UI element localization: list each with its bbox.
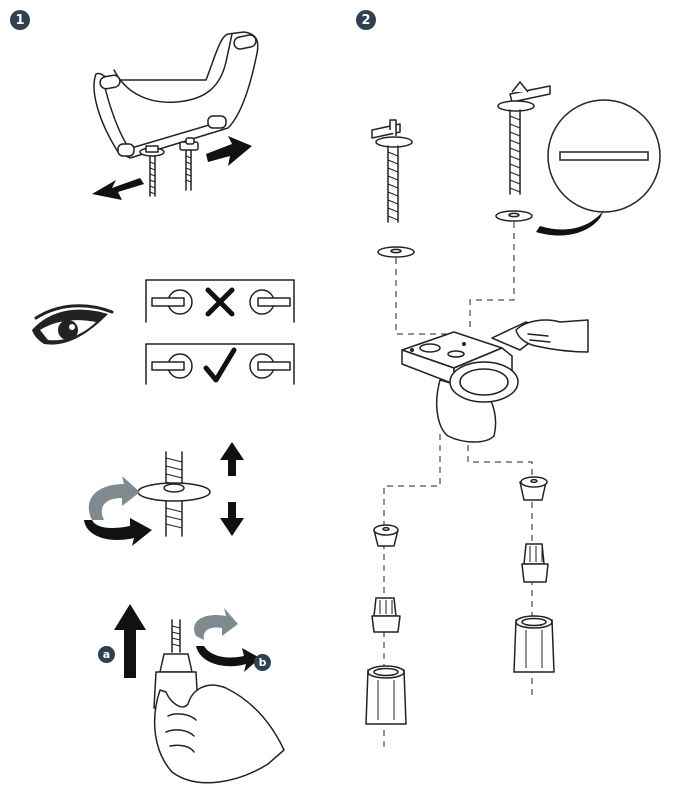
rotate-arrow-grey-icon — [88, 476, 140, 520]
wrong-orientation-panel — [145, 279, 295, 323]
seat-hinge-bolts — [139, 137, 199, 197]
marker-b: b — [254, 654, 271, 671]
cross-icon — [205, 287, 235, 317]
rotate-arrow-b-grey-icon — [194, 608, 238, 640]
marker-a: a — [98, 646, 115, 663]
anchor-stack-right — [513, 476, 555, 673]
slide-arrows — [92, 136, 252, 200]
bolt-right — [495, 81, 551, 222]
toilet-pan — [401, 331, 519, 443]
arrow-left-icon — [92, 178, 144, 200]
arrow-up-icon — [220, 442, 244, 476]
step-badge-2: 2 — [356, 10, 376, 30]
arrow-a-icon — [114, 604, 146, 678]
hand-anchor-detail — [114, 604, 285, 784]
hand-cloth — [491, 319, 589, 353]
rotate-arrow-dark-icon — [84, 518, 152, 546]
guide-lines — [383, 222, 533, 752]
toilet-seat-rear — [93, 31, 259, 159]
magnifier-detail — [536, 99, 661, 236]
bolt-left — [371, 119, 415, 258]
rotate-arrow-b-dark-icon — [196, 646, 260, 672]
check-icon — [203, 347, 237, 383]
arrow-right-icon — [206, 136, 252, 166]
eye-icon — [32, 304, 114, 345]
correct-orientation-panel — [145, 343, 295, 385]
step-badge-1: 1 — [10, 10, 30, 30]
arrow-down-icon — [220, 502, 244, 536]
anchor-stack-left — [365, 524, 407, 725]
adjust-washer-detail — [84, 442, 244, 546]
